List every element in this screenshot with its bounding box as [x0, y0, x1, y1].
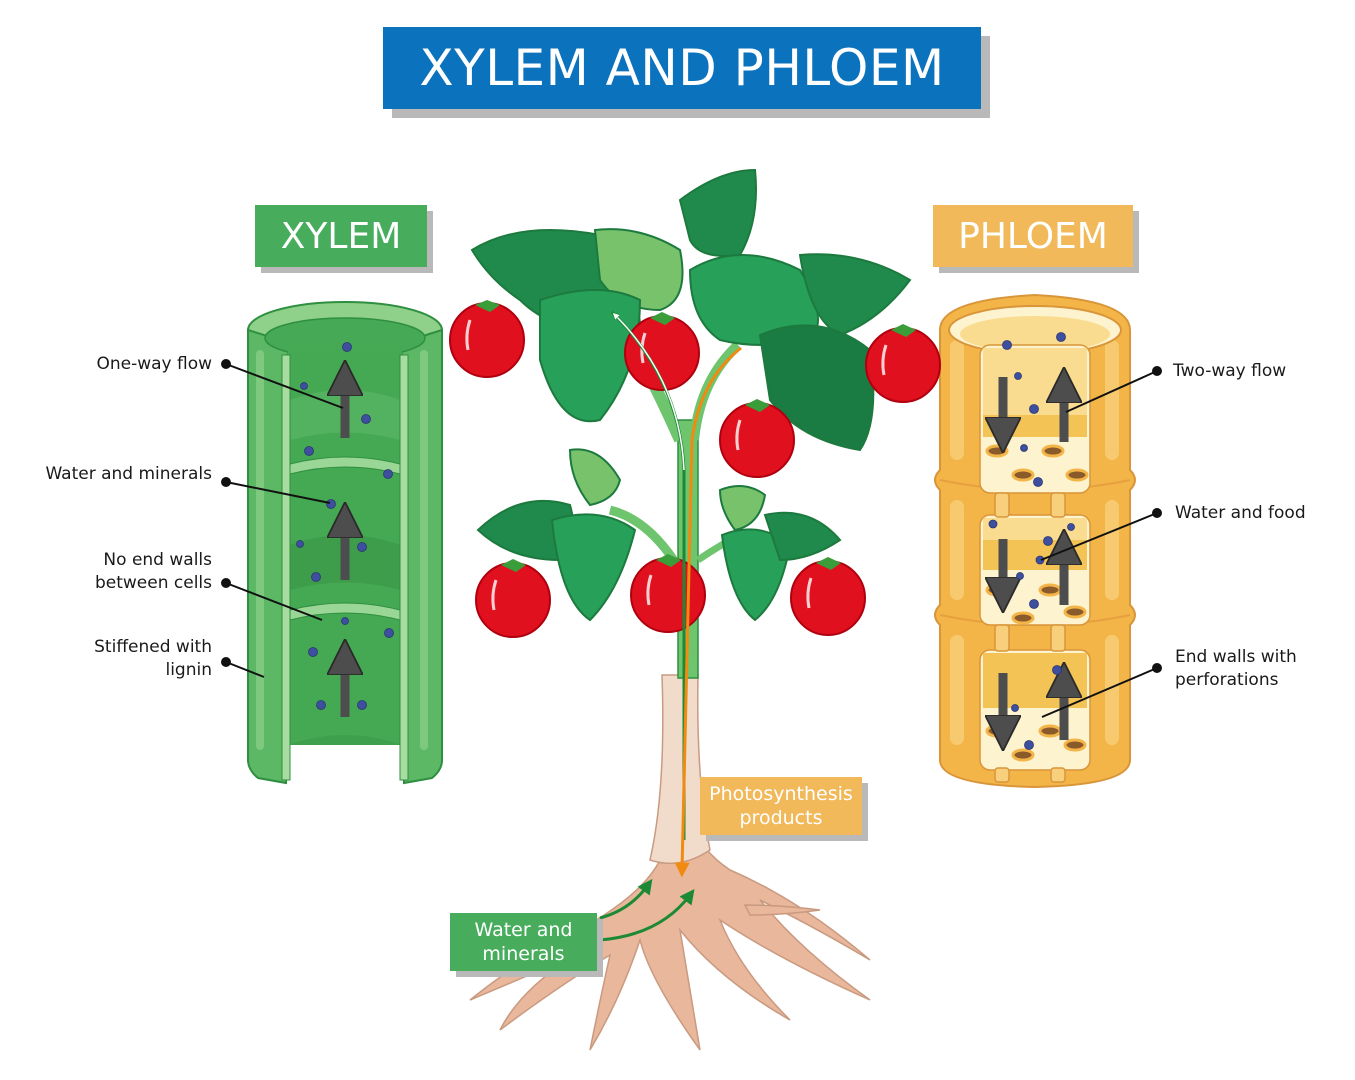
phloem-label-two-way-flow: Two-way flow	[1173, 360, 1286, 383]
water-minerals-label: Water and minerals	[450, 913, 597, 971]
label-text: Stiffened with	[94, 637, 212, 657]
phloem-sieve-tube	[934, 293, 1136, 789]
page-title: XYLEM AND PHLOEM	[383, 27, 981, 109]
tomato	[865, 324, 941, 403]
phloem-label-end-walls: End walls with perforations	[1175, 646, 1297, 692]
phloem-leader-lines	[1040, 366, 1162, 718]
mineral-particles	[296, 342, 394, 710]
photosynthesis-label-line2: products	[739, 807, 823, 829]
water-label-line2: minerals	[482, 943, 565, 965]
label-text: No end walls	[103, 550, 212, 570]
tomatoes	[449, 300, 941, 638]
xylem-label-water-minerals: Water and minerals	[45, 463, 212, 486]
xylem-label-no-end-walls: No end walls between cells	[95, 549, 212, 595]
tomato	[719, 399, 795, 478]
label-text: Water and minerals	[45, 464, 212, 484]
tomato	[475, 559, 551, 638]
label-text: One-way flow	[96, 354, 212, 374]
water-entry-arrow	[599, 878, 653, 920]
phloem-label-water-food: Water and food	[1175, 502, 1306, 525]
water-up-arrow	[615, 315, 685, 471]
label-text: lignin	[165, 660, 212, 680]
photosynthesis-label-line1: Photosynthesis	[709, 783, 853, 805]
tomato-plant	[449, 168, 941, 1051]
xylem-label-one-way-flow: One-way flow	[96, 353, 212, 376]
label-text: Two-way flow	[1173, 361, 1287, 381]
tomato	[790, 557, 866, 636]
label-text: End walls with	[1175, 647, 1297, 667]
photosynthesis-products-label: Photosynthesis products	[700, 777, 862, 835]
water-entry-arrow	[599, 889, 695, 942]
xylem-leader-lines	[221, 359, 344, 678]
phloem-heading: PHLOEM	[933, 205, 1133, 267]
tomato	[449, 300, 525, 378]
leaves	[470, 168, 912, 622]
xylem-vessel	[247, 301, 443, 785]
water-label-line1: Water and	[474, 919, 573, 941]
food-particles	[988, 332, 1075, 750]
label-text: perforations	[1175, 670, 1279, 690]
xylem-label-lignin: Stiffened with lignin	[94, 636, 212, 682]
label-text: Water and food	[1175, 503, 1306, 523]
food-down-arrow	[674, 346, 742, 878]
xylem-heading: XYLEM	[255, 205, 427, 267]
label-text: between cells	[94, 573, 212, 593]
